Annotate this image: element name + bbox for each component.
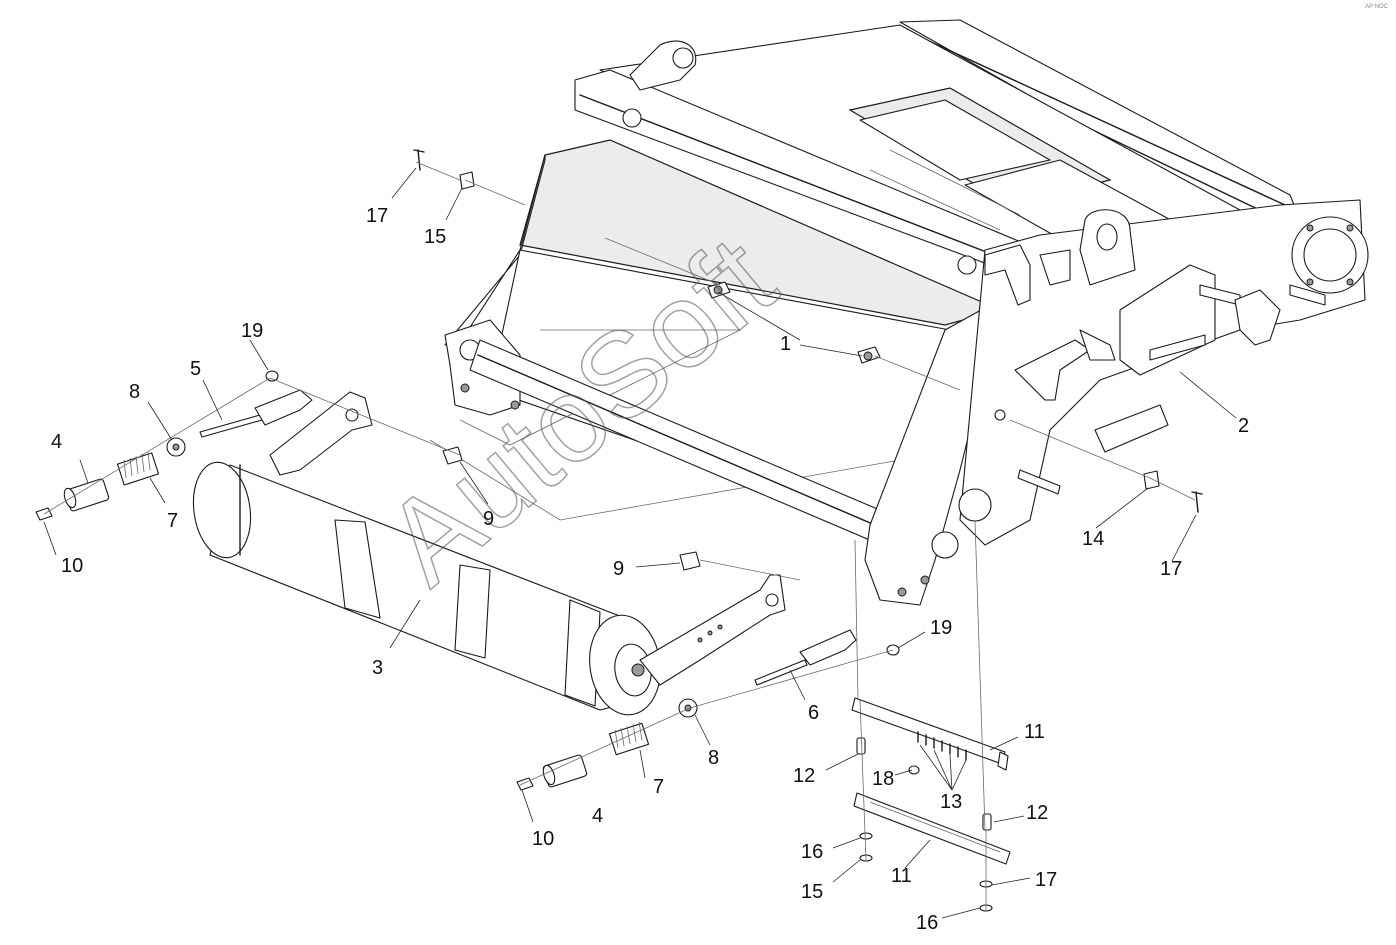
leader-lines bbox=[43, 167, 1237, 919]
callout-18: 18 bbox=[872, 768, 894, 790]
tension-rods bbox=[199, 389, 857, 686]
callout-5: 5 bbox=[190, 358, 201, 380]
callout-10: 10 bbox=[61, 555, 83, 577]
callout-19-right: 19 bbox=[930, 617, 952, 639]
scraper-assembly bbox=[851, 697, 1011, 912]
callout-10-right: 10 bbox=[532, 828, 554, 850]
callout-4: 4 bbox=[51, 431, 62, 453]
center-lines bbox=[43, 161, 1196, 910]
roller-arms bbox=[269, 391, 786, 686]
callout-1: 1 bbox=[780, 333, 791, 355]
callout-12-right: 12 bbox=[1026, 802, 1048, 824]
callout-9: 9 bbox=[483, 508, 494, 530]
roller-part-3 bbox=[192, 461, 661, 716]
callout-17-right: 17 bbox=[1160, 558, 1182, 580]
callout-7-right: 7 bbox=[653, 776, 664, 798]
bolt-part-1 bbox=[707, 281, 881, 364]
callout-17: 17 bbox=[366, 205, 388, 227]
callout-14: 15 bbox=[424, 226, 446, 248]
main-frame bbox=[429, 19, 1369, 606]
callout-2: 2 bbox=[1238, 415, 1249, 437]
corner-mark: AP NOC bbox=[1365, 4, 1388, 10]
callout-11: 11 bbox=[1024, 721, 1045, 743]
callout-3: 3 bbox=[372, 657, 383, 679]
callout-13: 13 bbox=[940, 791, 962, 813]
callout-8: 8 bbox=[129, 381, 140, 403]
callout-19: 19 bbox=[241, 320, 263, 342]
callout-12: 12 bbox=[793, 765, 815, 787]
callout-15: 15 bbox=[801, 881, 823, 903]
left-hardware bbox=[35, 370, 463, 521]
callout-16-right: 17 bbox=[1035, 869, 1057, 891]
callout-6: 6 bbox=[808, 702, 819, 724]
callout-15-right: 16 bbox=[916, 912, 938, 934]
callout-9-right: 9 bbox=[613, 558, 624, 580]
callout-8-right: 8 bbox=[708, 747, 719, 769]
callout-14-right: 14 bbox=[1082, 528, 1104, 550]
callout-16: 16 bbox=[801, 841, 823, 863]
callout-labels: 17 15 1 2 19 5 8 4 7 9 10 9 3 19 6 8 11 … bbox=[51, 205, 1249, 934]
callout-4-right: 4 bbox=[592, 805, 603, 827]
callout-7: 7 bbox=[167, 510, 178, 532]
callout-11-lower: 11 bbox=[891, 865, 912, 887]
